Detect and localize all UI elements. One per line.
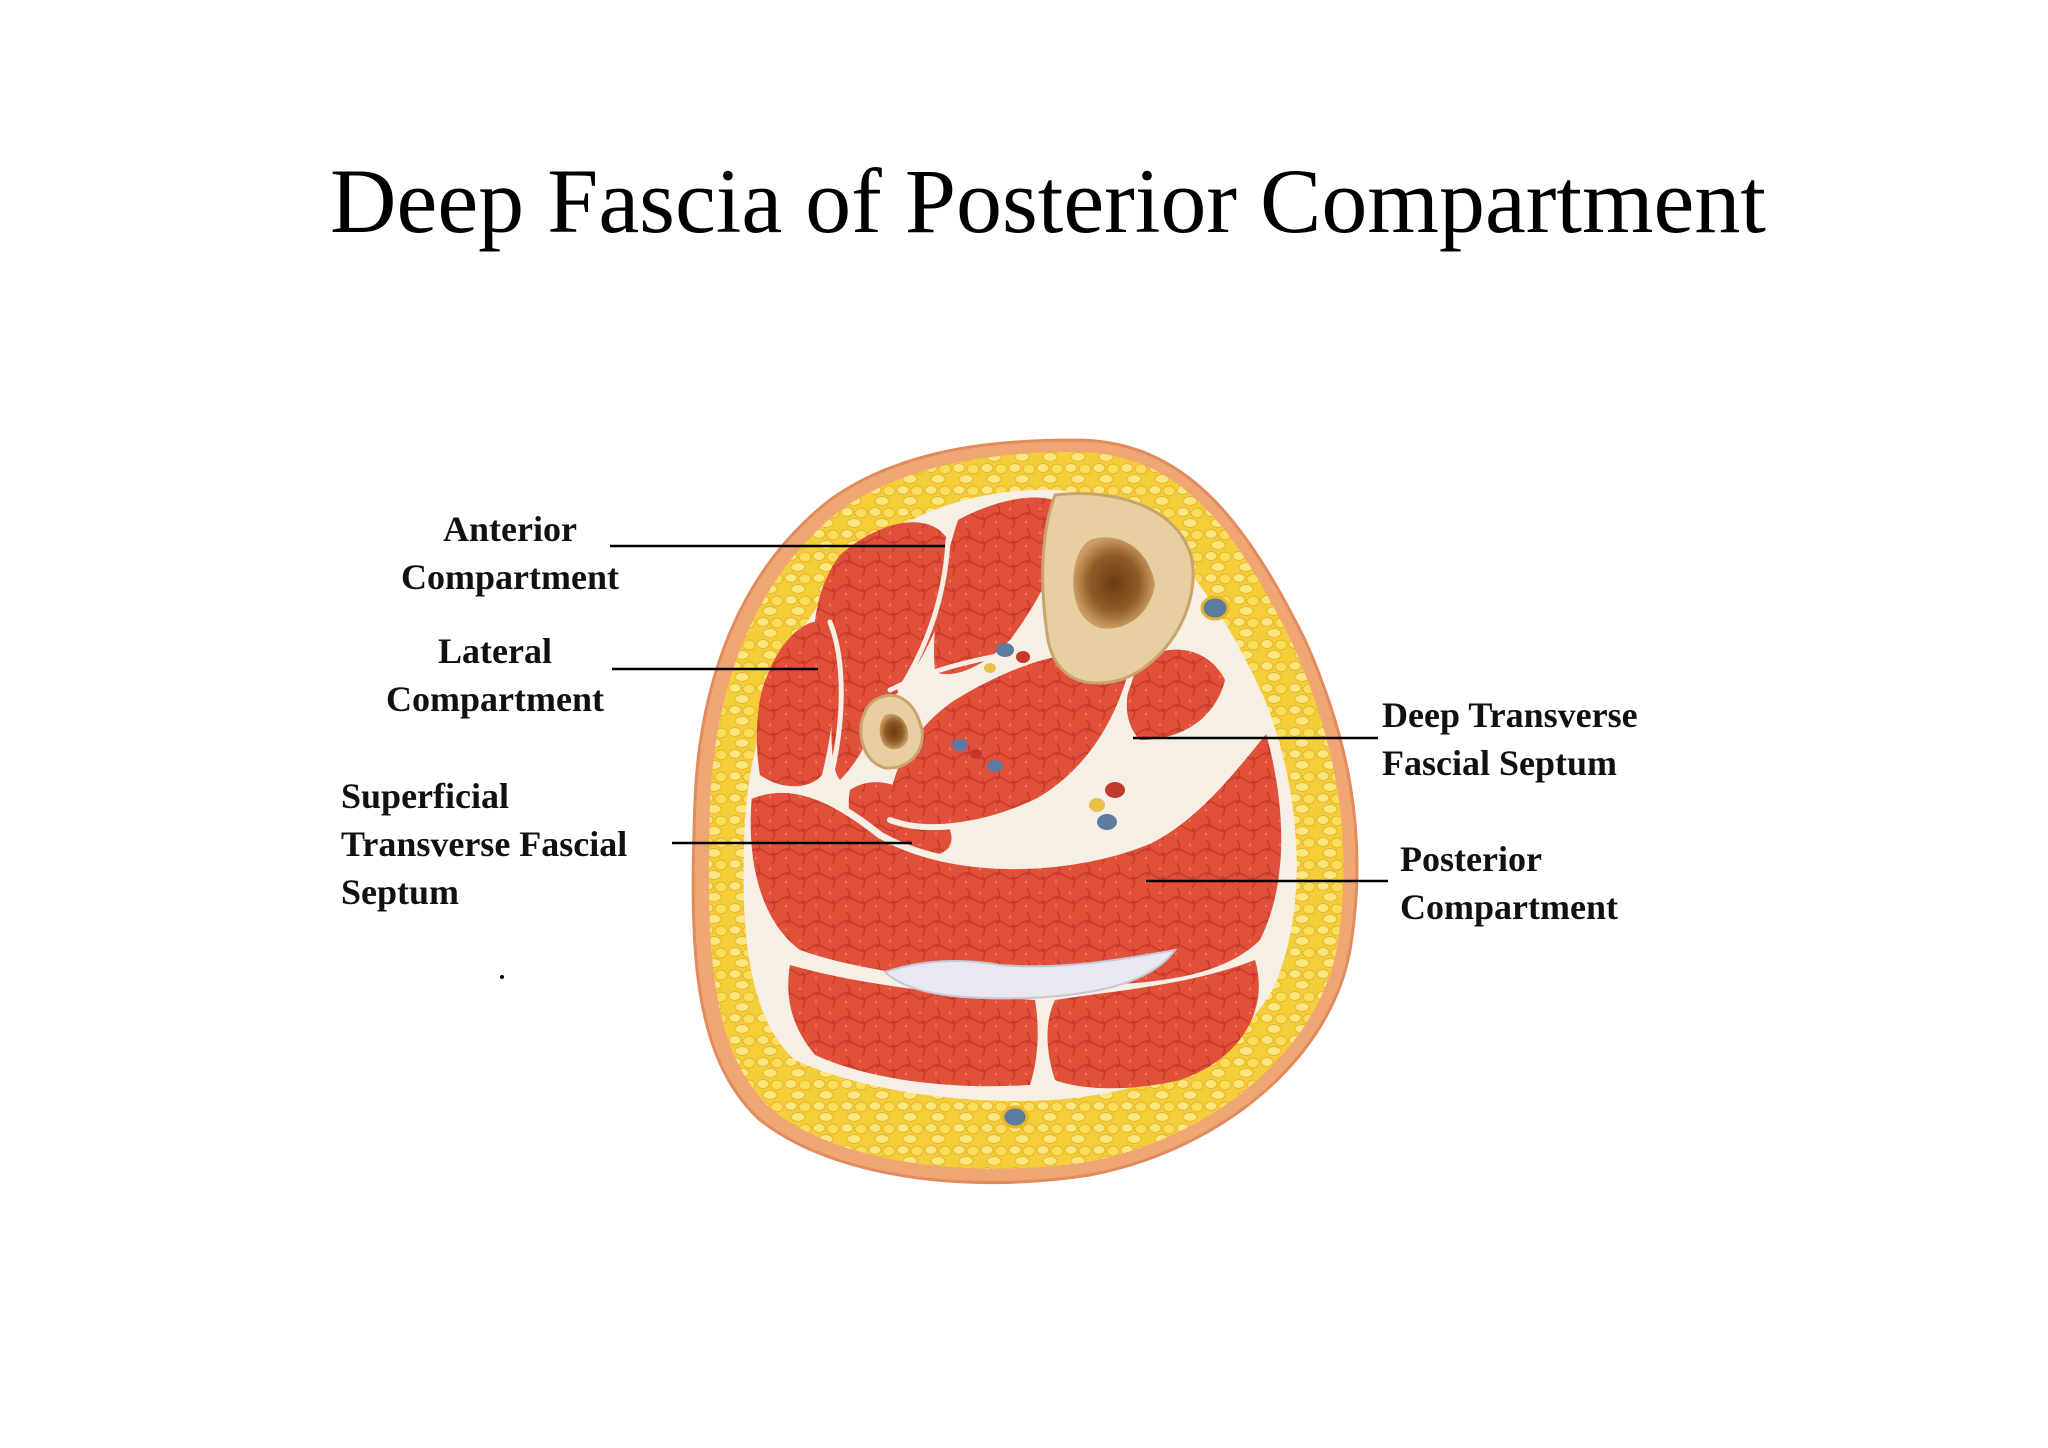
- soleus-muscle: [750, 730, 1282, 985]
- anterior-muscle-2: [934, 497, 1070, 675]
- lateral-muscle-2: [831, 646, 885, 780]
- label-deep-transverse-fascial-septum: Deep Transverse Fascial Septum: [1382, 695, 1638, 783]
- anterior-septum-line: [897, 537, 951, 693]
- gastrocnemius-medial: [1047, 960, 1259, 1089]
- gastroc-split-line: [1029, 997, 1044, 1091]
- great-saphenous-vein: [1200, 595, 1230, 621]
- label-lateral-compartment: Lateral Compartment: [386, 631, 604, 719]
- lateral-muscle-1: [756, 620, 836, 787]
- deep-transverse-septum-line: [887, 657, 1138, 831]
- muscle-masses: [750, 497, 1282, 1089]
- label-superficial-transverse-fascial-septum: Superficial Transverse Fascial Septum: [341, 776, 628, 912]
- deep-posterior-muscle: [889, 652, 1135, 828]
- gastrocnemius-lateral: [788, 965, 1038, 1087]
- tibia-marrow: [1073, 537, 1155, 629]
- calcaneal-aponeurosis: [883, 948, 1178, 1000]
- posterior-tibial-vessel: [1105, 782, 1125, 798]
- lateral-deep-muscle: [1126, 649, 1225, 740]
- fascial-septa: [748, 537, 1269, 1091]
- fibula-marrow: [879, 714, 909, 750]
- stray-dot: [500, 975, 504, 979]
- vessels: [952, 595, 1230, 1129]
- lateral-septum-line: [827, 619, 844, 783]
- anterior-tibial-vessel: [996, 643, 1014, 657]
- superficial-transverse-septum-line: [748, 726, 1269, 870]
- small-saphenous-vein: [1001, 1105, 1029, 1129]
- label-anterior-compartment: Anterior Compartment: [401, 509, 619, 597]
- label-posterior-compartment: Posterior Compartment: [1400, 839, 1618, 927]
- leader-lines: [610, 544, 1388, 883]
- peroneal-vessel: [952, 739, 968, 751]
- slide-title: Deep Fascia of Posterior Compartment: [330, 150, 1766, 252]
